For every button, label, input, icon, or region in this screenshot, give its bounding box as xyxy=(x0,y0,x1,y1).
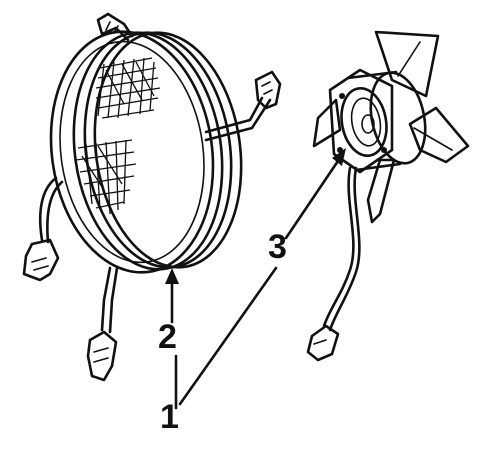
fan-shroud-assembly xyxy=(22,12,282,382)
lower-grille-mesh xyxy=(75,139,137,215)
callout-leaders xyxy=(165,148,346,410)
fan-motor-assembly xyxy=(306,30,470,362)
callout-label-1: 1 xyxy=(160,398,179,436)
motor-lead-wire xyxy=(306,166,361,362)
mounting-flange xyxy=(328,68,394,174)
upper-grille-mesh xyxy=(95,57,161,119)
callout-label-2: 2 xyxy=(158,318,177,356)
right-wire-harness xyxy=(204,70,282,142)
callout-label-3: 3 xyxy=(268,228,287,266)
left-wire-harness xyxy=(22,176,64,282)
bottom-wire-harness xyxy=(86,266,119,382)
top-connector xyxy=(96,12,134,42)
